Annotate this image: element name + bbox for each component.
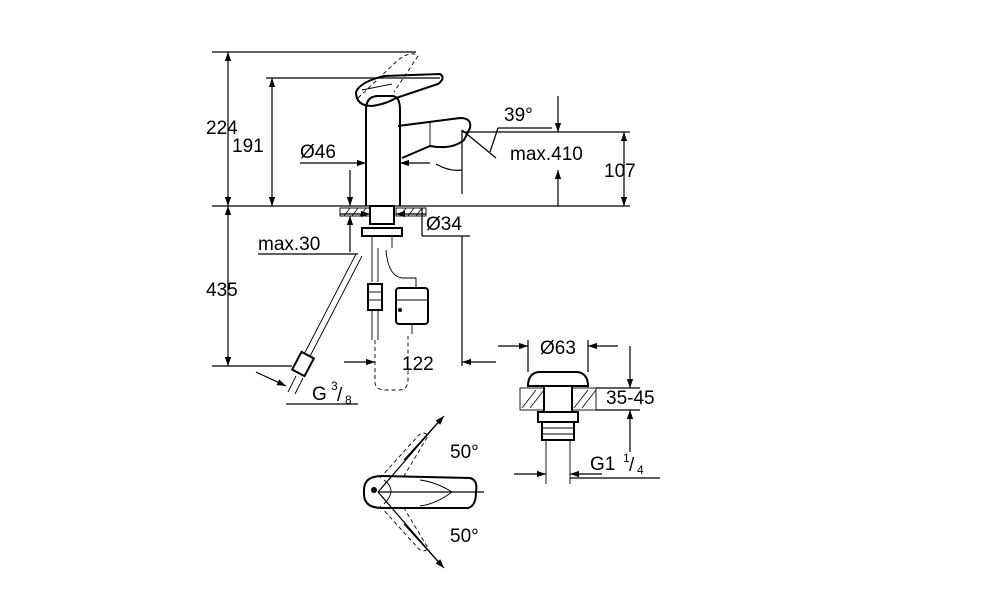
filter-cartridge [395,287,429,325]
dim-g1-num: 1 [623,451,630,465]
dim-max-30: max.30 [258,234,320,255]
hose-right [385,249,417,288]
hose-loop [374,336,409,391]
dim-g-den: 8 [345,393,352,407]
faucet-top-view: 50° 50° [363,415,484,569]
dim-g-main: G [312,384,327,405]
faucet-lever [354,72,444,108]
dim-35-45: 35-45 [606,388,655,409]
dim-g1-slash: / [629,455,635,476]
waste-cap [526,371,590,387]
dim-435: 435 [206,280,238,301]
supply-connector [290,350,316,378]
dim-g-slash: / [337,385,343,406]
dim-angle-39: 39° [504,105,533,126]
swivel-alt-top [379,432,429,479]
dim-122: 122 [402,354,434,375]
mounting-nut [361,227,403,237]
dim-g1-main: G1 [590,454,615,475]
dim-dia-46: Ø46 [300,142,336,163]
dim-swivel-top: 50° [450,442,479,463]
faucet-side-view: 224 191 Ø46 39° 107 max.410 Ø34 [206,51,636,407]
hose-fitting [367,283,383,311]
mount-shank [369,205,395,225]
swivel-alt-bottom [379,505,429,552]
dim-dia-63: Ø63 [540,338,576,359]
faucet-spout [397,116,472,159]
dim-107: 107 [604,161,636,182]
spout-top [363,474,478,509]
dim-dia-34: Ø34 [426,214,462,235]
dim-max-410: max.410 [510,144,583,165]
lever-alt-position [357,53,419,99]
dim-191: 191 [232,136,264,157]
supply-hose [299,253,363,365]
deck-hatch [339,207,427,217]
dim-g-num: 3 [331,379,338,393]
waste-body [543,385,573,413]
waste-valve-view: Ø63 35-45 G1 1 / 4 [498,338,660,484]
dim-swivel-bottom: 50° [450,526,479,547]
hose-left [371,248,379,282]
faucet-body [365,95,401,206]
dim-224: 224 [206,118,238,139]
dim-g1-den: 4 [637,463,644,477]
